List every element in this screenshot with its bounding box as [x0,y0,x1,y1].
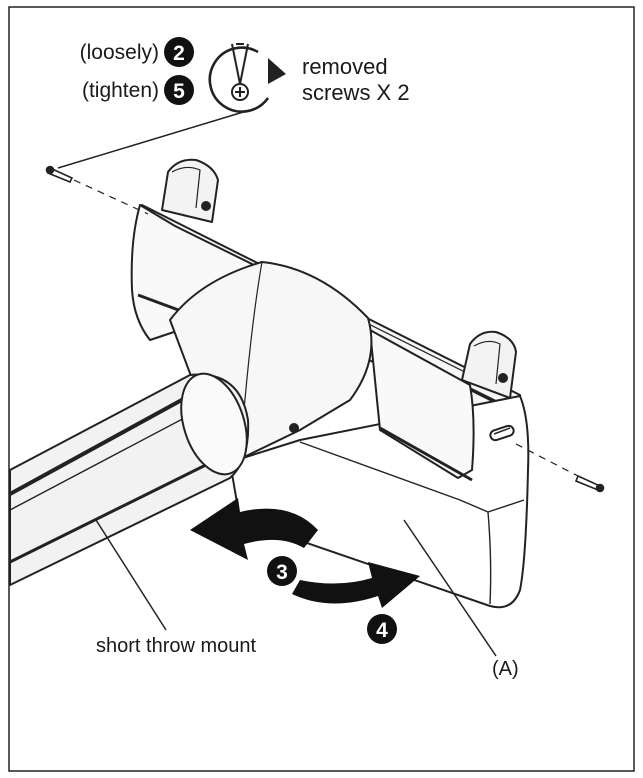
screw-right [574,474,605,493]
svg-text:4: 4 [376,619,388,642]
label-loosely: (loosely) [80,41,159,64]
guide-line-left [73,179,149,215]
step-badge-3: 3 [267,556,297,586]
step-badge-2: 2 [164,37,194,67]
label-tighten: (tighten) [82,79,159,102]
label-part-a: (A) [492,658,519,680]
leader-part-a [403,519,497,657]
step-badge-5: 5 [164,75,194,105]
screw-left [45,165,74,184]
leader-mount [95,519,167,631]
label-short-throw-mount: short throw mount [96,635,257,657]
diagram-border [8,6,635,772]
step-badge-4: 4 [367,614,397,644]
label-screws: screws X 2 [302,80,410,105]
svg-text:2: 2 [173,42,185,65]
left-ear [161,158,219,223]
left-housing [130,204,261,341]
guide-line-right [515,443,579,477]
rotation-arrow-3 [190,498,318,560]
leader-screw [57,109,251,169]
screwdriver-rotate-icon [208,43,286,113]
right-housing [369,329,475,479]
svg-text:3: 3 [276,561,288,584]
svg-text:5: 5 [173,80,185,103]
rotation-arrow-4 [292,562,420,608]
label-removed: removed [302,54,388,79]
bracket-assembly [9,158,530,609]
